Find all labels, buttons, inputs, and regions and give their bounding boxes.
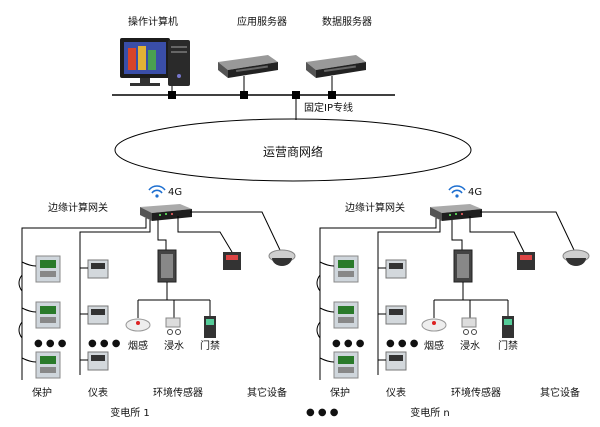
station-name: 变电所 n: [410, 406, 450, 419]
app-server-label: 应用服务器: [237, 15, 287, 28]
env-sensor-module-icon: [453, 249, 473, 283]
ellipsis: ● ● ●: [88, 338, 121, 349]
ellipsis: ● ● ●: [34, 338, 67, 349]
edge-gateway-icon: [140, 204, 192, 221]
protection-label: 保护: [32, 386, 52, 399]
protection-relay-icon: [333, 255, 359, 283]
water-sensor-icon: [461, 317, 477, 335]
other-devices-label: 其它设备: [247, 386, 287, 399]
door-access-icon: [204, 316, 216, 338]
protection-relay-icon: [35, 255, 61, 283]
wifi-signal-icon: [148, 185, 166, 198]
stations-ellipsis: ● ● ●: [306, 407, 339, 418]
protection-relay-icon: [35, 351, 61, 379]
meter-icon: [385, 351, 407, 371]
env-sensor-module-icon: [157, 249, 177, 283]
smoke-detector-icon: [125, 318, 151, 332]
camera-icon: [562, 249, 590, 266]
power-meter-icon: [517, 252, 535, 270]
bus-node: [168, 91, 176, 99]
protection-relay-icon: [333, 351, 359, 379]
4g-label: 4G: [468, 187, 482, 198]
protection-relay-icon: [333, 301, 359, 329]
water-label: 浸水: [164, 340, 184, 352]
door-label: 门禁: [200, 339, 220, 352]
meter-icon: [385, 259, 407, 279]
door-label: 门禁: [498, 339, 518, 352]
gateway-label: 边缘计算网关: [48, 201, 108, 214]
ellipsis: ● ● ●: [386, 338, 419, 349]
door-access-icon: [502, 316, 514, 338]
water-label: 浸水: [460, 340, 480, 352]
station-name: 变电所 1: [110, 406, 150, 419]
smoke-detector-icon: [421, 318, 447, 332]
other-devices-label: 其它设备: [540, 386, 580, 399]
operator-computer-icon: [120, 38, 190, 86]
protection-relay-icon: [35, 301, 61, 329]
water-sensor-icon: [165, 317, 181, 335]
smoke-label: 烟感: [128, 339, 148, 352]
station-n: 4G 边缘计算网关 ● ● ●: [316, 185, 590, 419]
bus-node: [240, 91, 248, 99]
meter-icon: [87, 305, 109, 325]
gateway-label: 边缘计算网关: [345, 201, 405, 214]
carrier-network-label: 运营商网络: [263, 144, 323, 159]
operator-pc-label: 操作计算机: [128, 15, 178, 28]
camera-icon: [268, 249, 296, 266]
data-server-icon: [306, 55, 366, 78]
data-server-label: 数据服务器: [322, 15, 372, 28]
env-sensor-label: 环境传感器: [153, 386, 203, 399]
bus-node: [292, 91, 300, 99]
4g-label: 4G: [168, 187, 182, 198]
power-meter-icon: [223, 252, 241, 270]
app-server-icon: [218, 55, 278, 78]
station-1: 4G 边缘计算网关: [18, 185, 296, 419]
meter-label: 仪表: [88, 386, 108, 399]
meter-icon: [87, 259, 109, 279]
smoke-label: 烟感: [424, 339, 444, 352]
meter-label: 仪表: [386, 386, 406, 399]
meter-icon: [385, 305, 407, 325]
env-sensor-label: 环境传感器: [451, 386, 501, 399]
carrier-network-ellipse: [114, 118, 472, 182]
ellipsis: ● ● ●: [332, 338, 365, 349]
meter-icon: [87, 351, 109, 371]
wifi-signal-icon: [448, 185, 466, 198]
edge-gateway-icon: [430, 204, 482, 221]
protection-label: 保护: [330, 386, 350, 399]
fixed-ip-label: 固定IP专线: [304, 101, 353, 114]
bus-node: [328, 91, 336, 99]
